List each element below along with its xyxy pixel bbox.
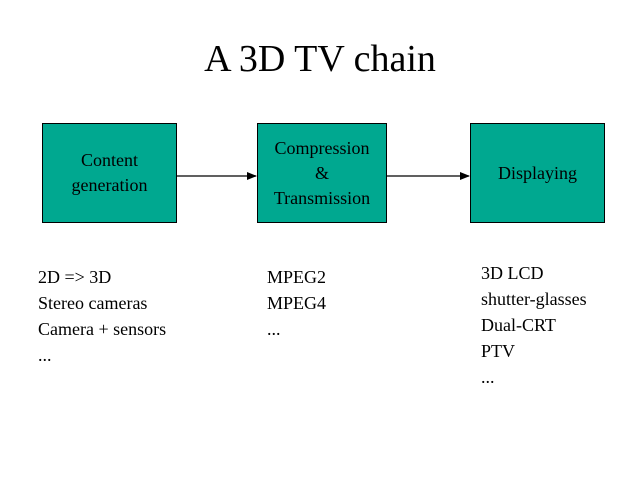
list-item: PTV xyxy=(481,341,516,361)
box-label-line: Displaying xyxy=(498,162,577,183)
slide-title: A 3D TV chain xyxy=(204,38,436,80)
box-label-line: generation xyxy=(71,175,148,195)
list-item: ... xyxy=(267,319,281,339)
list-item: MPEG4 xyxy=(267,293,327,313)
list-item: shutter-glasses xyxy=(481,289,587,309)
content-generation-list: 2D => 3D Stereo cameras Camera + sensors… xyxy=(38,264,166,368)
box-label-line: Transmission xyxy=(273,187,371,208)
list-item: ... xyxy=(38,345,52,365)
box-label-line: Compression xyxy=(274,137,370,158)
list-item: 2D => 3D xyxy=(38,267,112,287)
list-item: MPEG2 xyxy=(267,267,327,287)
list-item: ... xyxy=(481,367,495,387)
compression-transmission-box: Compression & Transmission xyxy=(257,123,387,223)
box-label-line: & xyxy=(314,162,329,183)
displaying-list: 3D LCD shutter-glasses Dual-CRT PTV ... xyxy=(481,260,587,390)
displaying-box: Displaying xyxy=(470,123,605,223)
list-item: Dual-CRT xyxy=(481,315,556,335)
box-label-line: Content xyxy=(81,150,138,170)
list-item: 3D LCD xyxy=(481,263,544,283)
list-item: Camera + sensors xyxy=(38,319,167,339)
content-generation-box: Content generation xyxy=(42,123,177,223)
compression-list: MPEG2 MPEG4 ... xyxy=(267,264,326,342)
list-item: Stereo cameras xyxy=(38,293,148,313)
